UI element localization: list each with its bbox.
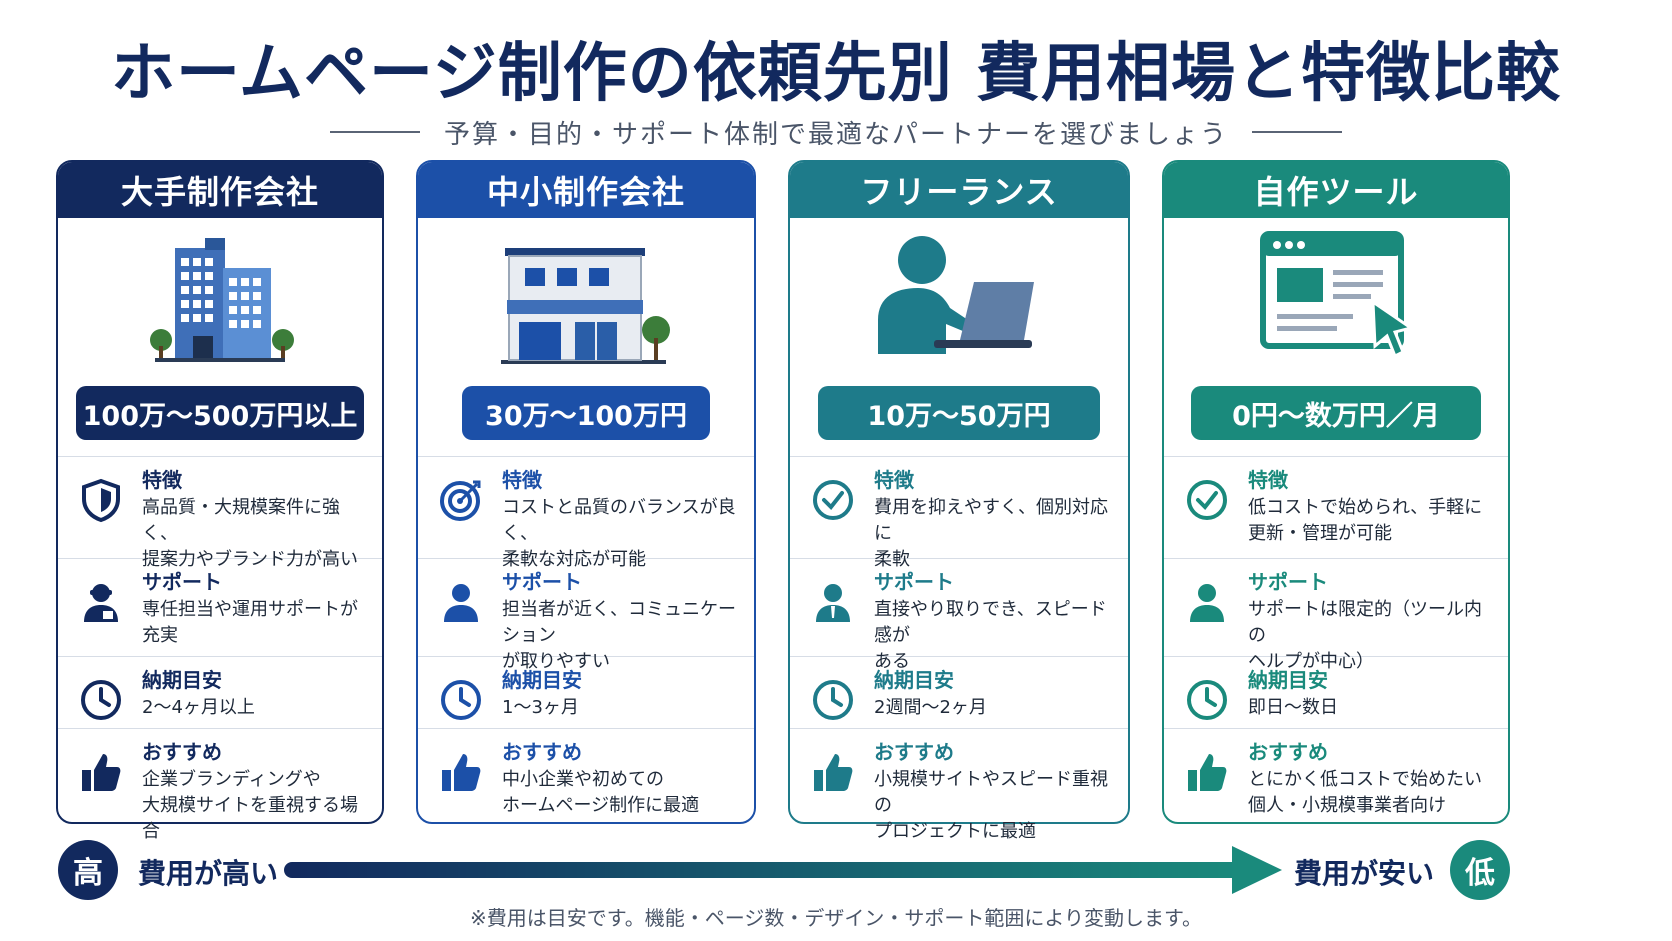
row-label: 特徴 (874, 468, 914, 492)
row-label: 納期目安 (142, 668, 222, 692)
row-feature: 特徴 低コストで始められ、手軽に 更新・管理が可能 (1164, 457, 1508, 559)
row-support: サポート サポートは限定的（ツール内の ヘルプが中心） (1164, 559, 1508, 672)
person-icon (1180, 575, 1234, 629)
row-body: 低コストで始められ、手軽に 更新・管理が可能 (1248, 497, 1483, 544)
row-body: 担当者が近く、コミュニケーション が取りやすい (502, 599, 736, 672)
row-body: 費用を抑えやすく、個別対応に 柔軟 (874, 497, 1108, 570)
thumbs-up-icon (1180, 745, 1234, 799)
row-label: おすすめ (1248, 740, 1328, 764)
website-builder-illustration (1164, 218, 1508, 378)
thumbs-up-icon (434, 745, 488, 799)
row-support: サポート 担当者が近く、コミュニケーション が取りやすい (418, 559, 754, 672)
price-range: 10万〜50万円 (818, 386, 1100, 440)
low-cost-label: 費用が安い (1294, 857, 1435, 890)
row-recommend: おすすめ とにかく低コストで始めたい 個人・小規模事業者向け (1164, 729, 1508, 829)
row-body: 1〜3ヶ月 (502, 697, 579, 718)
check-circle-icon (1180, 473, 1234, 527)
row-label: サポート (502, 570, 582, 594)
freelancer-laptop-illustration (790, 218, 1128, 378)
low-cost-badge: 低 (1450, 840, 1510, 900)
row-label: 納期目安 (874, 668, 954, 692)
row-support: サポート 専任担当や運用サポートが 充実 (58, 559, 382, 657)
page-subtitle: 予算・目的・サポート体制で最適なパートナーを選びましょう (443, 119, 1228, 150)
high-cost-badge: 高 (58, 840, 118, 900)
shield-icon (74, 473, 128, 527)
row-label: サポート (874, 570, 954, 594)
subtitle-row: 予算・目的・サポート体制で最適なパートナーを選びましょう (0, 112, 1672, 152)
check-circle-icon (806, 473, 860, 527)
clock-icon (74, 673, 128, 727)
shop-building-illustration (418, 218, 754, 378)
row-body: サポートは限定的（ツール内の ヘルプが中心） (1248, 599, 1482, 672)
card-header: フリーランス (790, 162, 1128, 218)
office-building-illustration (58, 218, 382, 378)
row-body: 直接やり取りでき、スピード感が ある (874, 599, 1107, 672)
row-label: おすすめ (502, 740, 582, 764)
cost-scale: 高 費用が高い 費用が安い 低 (58, 840, 1614, 900)
clock-icon (1180, 673, 1234, 727)
card-header: 自作ツール (1164, 162, 1508, 218)
subtitle-rule-left (329, 131, 420, 133)
row-label: 特徴 (502, 468, 542, 492)
card-large-agency: 大手制作会社 100万〜500万円以上 (56, 160, 384, 842)
card-header: 大手制作会社 (58, 162, 382, 218)
clock-icon (806, 673, 860, 727)
row-body: 高品質・大規模案件に強く、 提案力やブランド力が高い (142, 497, 358, 570)
row-feature: 特徴 コストと品質のバランスが良く、 柔軟な対応が可能 (418, 457, 754, 570)
price-range: 0円〜数万円／月 (1191, 386, 1481, 440)
thumbs-up-icon (74, 745, 128, 799)
row-body: とにかく低コストで始めたい 個人・小規模事業者向け (1248, 769, 1482, 816)
row-label: 特徴 (1248, 468, 1288, 492)
footnote: ※費用は目安です。機能・ページ数・デザイン・サポート範囲により変動します。 (470, 906, 1202, 930)
row-support: サポート 直接やり取りでき、スピード感が ある (790, 559, 1128, 672)
row-body: 小規模サイトやスピード重視の プロジェクトに最適 (874, 769, 1108, 842)
row-body: 専任担当や運用サポートが 充実 (142, 599, 358, 646)
row-body: 2週間〜2ヶ月 (874, 697, 987, 718)
row-recommend: おすすめ 企業ブランディングや 大規模サイトを重視する場合 (58, 729, 382, 842)
row-delivery: 納期目安 1〜3ヶ月 (418, 657, 754, 729)
card-header: 中小制作会社 (418, 162, 754, 218)
person-icon (434, 575, 488, 629)
support-person-icon (74, 575, 128, 629)
cost-gradient-arrow (284, 846, 1282, 894)
row-body: 企業ブランディングや 大規模サイトを重視する場合 (142, 769, 358, 842)
card-freelance: フリーランス 10万〜50万円 特徴 費用を抑えやすく、個別対応に 柔軟 サポー… (788, 160, 1130, 842)
page-title: ホームページ制作の依頼先別 費用相場と特徴比較 (110, 37, 1562, 111)
row-label: 納期目安 (502, 668, 582, 692)
price-range: 100万〜500万円以上 (76, 386, 364, 440)
row-label: サポート (1248, 570, 1328, 594)
row-feature: 特徴 高品質・大規模案件に強く、 提案力やブランド力が高い (58, 457, 382, 570)
clock-icon (434, 673, 488, 727)
row-feature: 特徴 費用を抑えやすく、個別対応に 柔軟 (790, 457, 1128, 570)
card-diy-tool: 自作ツール 0円〜数万円／月 特徴 低コストで始められ、手軽に 更新・管理が可能 (1162, 160, 1510, 824)
target-icon (434, 473, 488, 527)
thumbs-up-icon (806, 745, 860, 799)
price-range: 30万〜100万円 (462, 386, 710, 440)
row-label: サポート (142, 570, 222, 594)
high-cost-label: 費用が高い (138, 857, 279, 890)
subtitle-rule-right (1252, 131, 1342, 133)
row-label: 特徴 (142, 468, 182, 492)
row-delivery: 納期目安 即日〜数日 (1164, 657, 1508, 729)
row-label: おすすめ (142, 740, 222, 764)
row-label: 納期目安 (1248, 668, 1328, 692)
row-body: 中小企業や初めての ホームページ制作に最適 (502, 769, 700, 816)
row-recommend: おすすめ 中小企業や初めての ホームページ制作に最適 (418, 729, 754, 829)
row-delivery: 納期目安 2週間〜2ヶ月 (790, 657, 1128, 729)
card-small-agency: 中小制作会社 30万〜100万円 特徴 コストと品質のバランスが良く、 柔軟な対… (416, 160, 756, 824)
row-body: 2〜4ヶ月以上 (142, 697, 255, 718)
businessperson-icon (806, 575, 860, 629)
row-recommend: おすすめ 小規模サイトやスピード重視の プロジェクトに最適 (790, 729, 1128, 842)
row-label: おすすめ (874, 740, 954, 764)
row-delivery: 納期目安 2〜4ヶ月以上 (58, 657, 382, 729)
row-body: コストと品質のバランスが良く、 柔軟な対応が可能 (502, 497, 736, 570)
row-body: 即日〜数日 (1248, 697, 1338, 718)
